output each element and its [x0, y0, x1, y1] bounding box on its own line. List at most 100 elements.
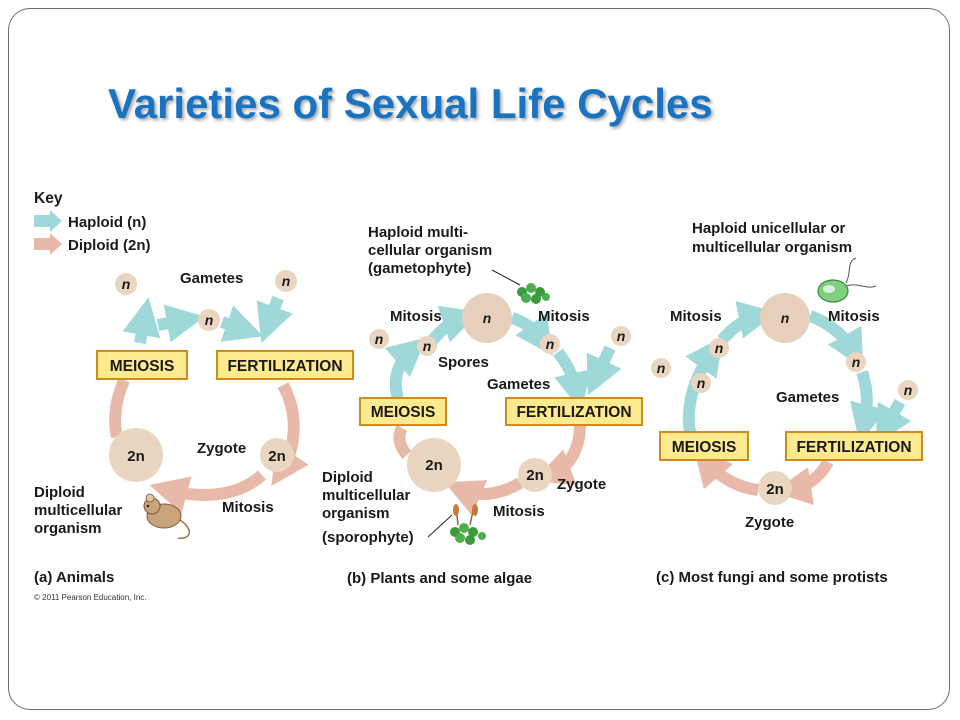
haploid-organism-label-2: multicellular organism	[692, 239, 852, 256]
diploid-organism-label-2: multicellular	[34, 502, 123, 519]
sporophyte-pointer	[427, 514, 453, 538]
sporophyte-label-1: Diploid	[322, 469, 373, 486]
gamete-cell	[898, 380, 918, 400]
gamete-cell-label: n	[852, 354, 861, 370]
panel-b-caption: (b) Plants and some algae	[347, 570, 532, 587]
gametophyte-mitosis-arrow	[510, 312, 554, 356]
key-diploid-label: Diploid (2n)	[68, 237, 151, 254]
spore-cell	[369, 329, 389, 349]
mitosis-bottom-label: Mitosis	[493, 503, 545, 520]
gamete-cell-label: n	[617, 328, 626, 344]
mitosis-arrow	[149, 470, 267, 514]
haploid-organism-circle-label: n	[781, 310, 790, 326]
meiosis-label: MEIOSIS	[110, 358, 175, 375]
gametophyte-circle-label: n	[483, 310, 492, 326]
key-heading: Key	[34, 190, 63, 207]
moss-gametophyte-icon	[517, 283, 550, 304]
mouse-icon	[143, 493, 190, 539]
gametophyte-label-3: (gametophyte)	[368, 260, 471, 277]
gamete-to-fertilization-arrow-2	[875, 399, 912, 445]
panel-a-caption: (a) Animals	[34, 569, 114, 586]
sporophyte-label-3: organism	[322, 505, 390, 522]
gamete-to-fertilization-arrow	[553, 348, 592, 411]
diploid-key-arrow	[34, 233, 62, 255]
haploid-cell-label: n	[122, 276, 131, 292]
mitosis-right-label: Mitosis	[538, 308, 590, 325]
haploid-key-arrow	[34, 210, 62, 232]
haploid-cell-label: n	[282, 273, 291, 289]
zygote-to-meiosis-arrow	[693, 447, 759, 496]
haploid-cell	[115, 273, 137, 295]
panel-c-caption: (c) Most fungi and some protists	[656, 569, 888, 586]
haploid-cell	[198, 309, 220, 331]
haploid-cell	[275, 270, 297, 292]
gametes-label: Gametes	[487, 376, 550, 393]
gametophyte-label-1: Haploid multi-	[368, 224, 468, 241]
mitosis-arrow	[444, 477, 524, 516]
gamete-to-fertilization-arrow-2	[256, 295, 293, 344]
gamete-cell	[540, 334, 560, 354]
gamete-to-fertilization-arrow-2	[586, 345, 622, 396]
spores-label: Spores	[438, 354, 489, 371]
zygote-circle	[758, 471, 792, 505]
key-haploid-label: Haploid (n)	[68, 214, 146, 231]
gamete-cell-label: n	[904, 382, 913, 398]
haploid-cell	[709, 338, 729, 358]
organism-mitosis-arrow	[807, 310, 864, 369]
gamete-to-fertilization-arrow	[220, 305, 264, 342]
haploid-mitosis-arrow	[717, 300, 777, 345]
diploid-circle-label: 2n	[127, 448, 145, 465]
zygote-circle-label: 2n	[268, 448, 286, 465]
protist-cell-icon	[817, 257, 877, 303]
gametophyte-pointer	[491, 269, 521, 286]
fertilization-to-zygote-arrow	[534, 424, 586, 486]
diploid-organism-label-1: Diploid	[34, 484, 85, 501]
meiosis-to-gamete-arrow	[122, 297, 161, 345]
fertilization-label: FERTILIZATION	[516, 404, 631, 421]
fertilization-label: FERTILIZATION	[227, 358, 342, 375]
mitosis-label: Mitosis	[222, 499, 274, 516]
zygote-label: Zygote	[745, 514, 794, 531]
haploid-organism-circle	[760, 293, 810, 343]
sporophyte-circle	[407, 438, 461, 492]
haploid-cell	[651, 358, 671, 378]
gametes-label: Gametes	[776, 389, 839, 406]
meiosis-box	[96, 350, 188, 380]
spore-cell	[417, 336, 437, 356]
diploid-organism-circle	[109, 428, 163, 482]
zygote-circle-label: 2n	[766, 481, 784, 498]
fertilization-box	[505, 397, 643, 426]
zygote-circle	[518, 458, 552, 492]
fertilization-box	[216, 350, 354, 380]
gamete-to-fertilization-arrow	[850, 370, 888, 443]
haploid-cell-label: n	[715, 340, 724, 356]
zygote-circle-label: 2n	[526, 467, 544, 484]
sporophyte-to-meiosis-arrow	[393, 425, 412, 460]
fertilization-box	[785, 431, 923, 461]
key-legend: Key Haploid (n) Diploid (2n)	[34, 190, 151, 255]
mitosis-right-label: Mitosis	[828, 308, 880, 325]
diploid-organism-label-3: organism	[34, 520, 102, 537]
meiosis-to-spore-arrow	[384, 337, 427, 400]
haploid-organism-label-1: Haploid unicellular or	[692, 220, 846, 237]
panel-animals: Gametes n n n MEIOSIS FERTILIZATION 2n 2…	[34, 270, 354, 602]
sporophyte-label-2: multicellular	[322, 487, 411, 504]
sporophyte-circle-label: 2n	[425, 457, 443, 474]
slide-title: Varieties of Sexual Life Cycles	[108, 80, 713, 127]
gamete-cell	[611, 326, 631, 346]
gamete-cell-label: n	[546, 336, 555, 352]
spore-cell-label: n	[423, 338, 432, 354]
panel-plants: Haploid multi- cellular organism (gameto…	[322, 224, 643, 587]
meiosis-to-haploid-arrow	[682, 336, 724, 434]
fertilization-label: FERTILIZATION	[796, 439, 911, 456]
haploid-cell-label: n	[205, 312, 214, 328]
haploid-cell	[691, 373, 711, 393]
moss-sporophyte-icon	[450, 504, 486, 545]
spore-cell-label: n	[375, 331, 384, 347]
gametes-label: Gametes	[180, 270, 243, 287]
zygote-label: Zygote	[557, 476, 606, 493]
meiosis-to-gamete-arrow-2	[156, 304, 205, 343]
zygote-circle	[260, 438, 294, 472]
diploid-to-meiosis-arrow	[109, 377, 130, 439]
